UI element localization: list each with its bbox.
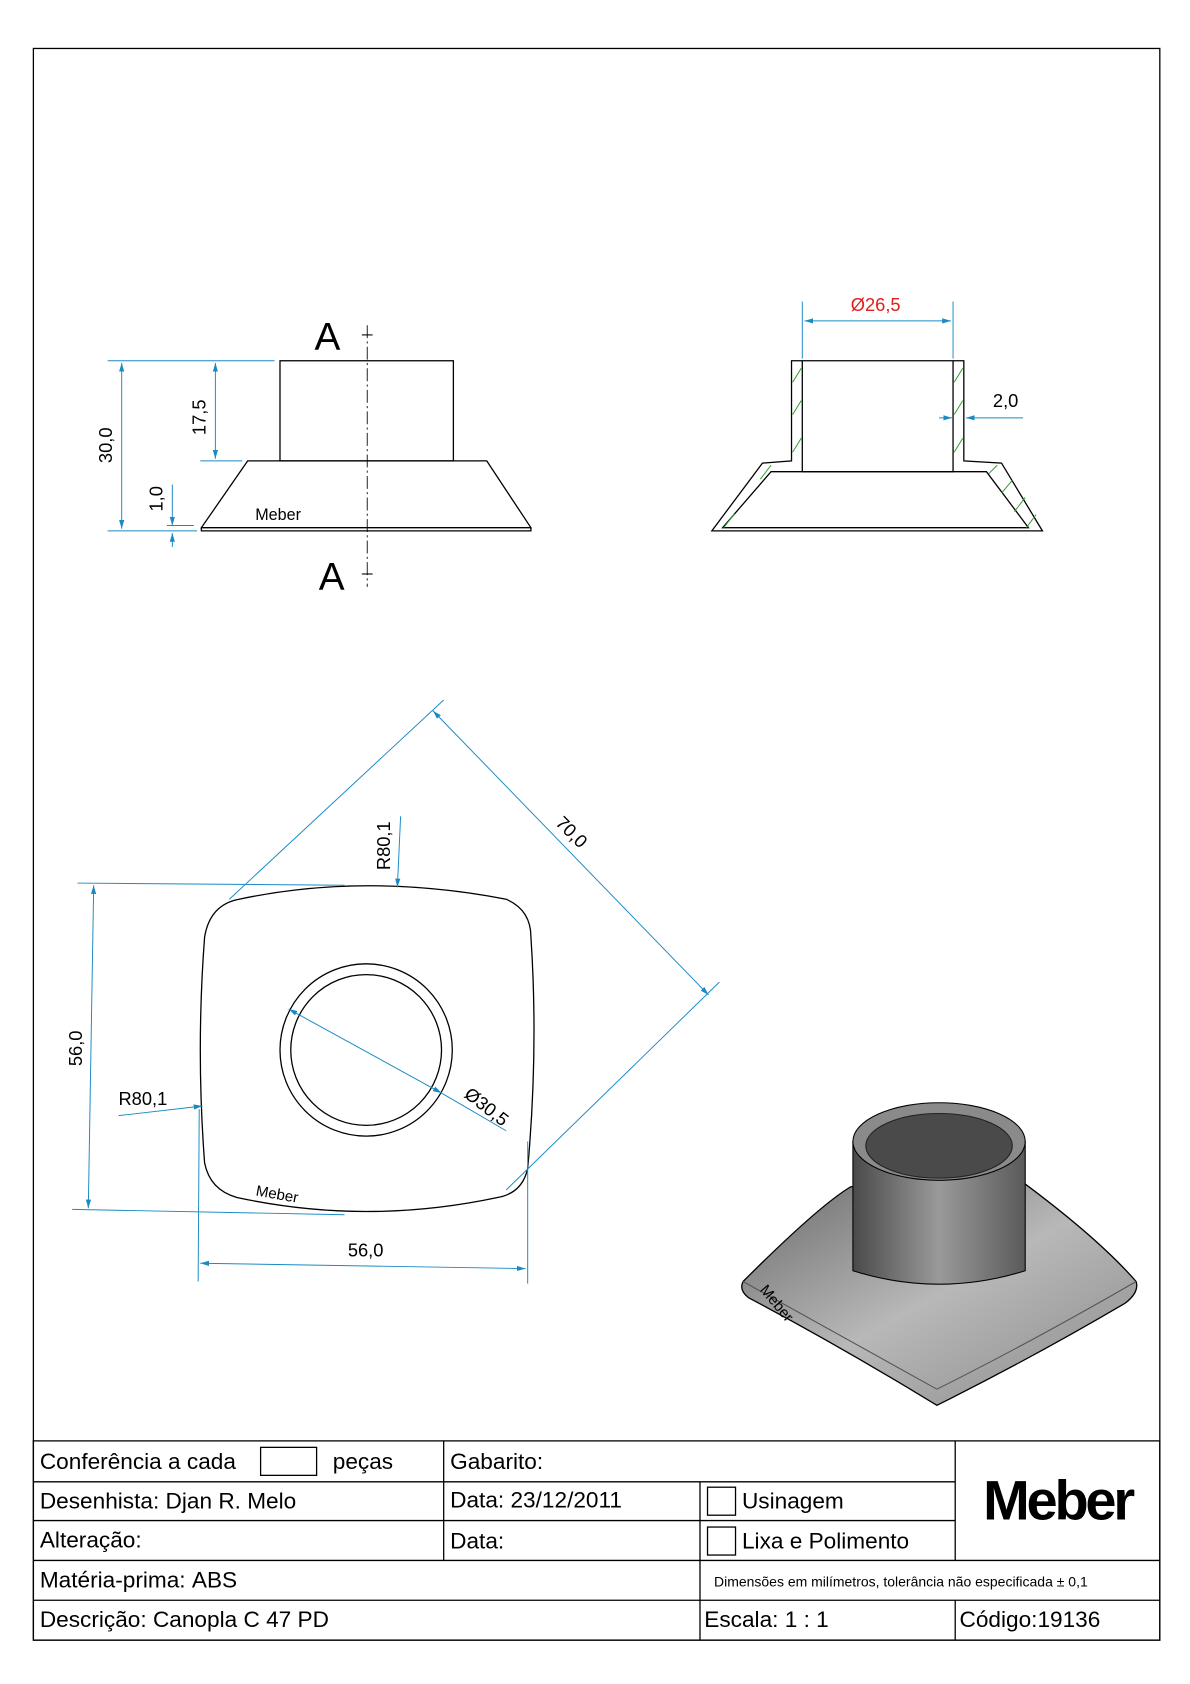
dim-inner-diameter: Ø26,5: [851, 294, 901, 315]
desenhista-label: Desenhista: Djan R. Melo: [40, 1489, 296, 1514]
plan-view: Meber 70,0 56,0 56,0 R80,1 R80,1 Ø30,5: [65, 699, 720, 1284]
data-value: 23/12/2011: [510, 1488, 621, 1513]
section-label-top: A: [314, 316, 340, 359]
lixa-label: Lixa e Polimento: [742, 1529, 909, 1554]
section-view: Ø26,5 2,0: [710, 294, 1044, 532]
data-label: Data: 23/12/2011: [450, 1488, 622, 1513]
dim-collar-diameter: Ø30,5: [461, 1083, 513, 1130]
section-label-bottom: A: [319, 556, 345, 599]
dim-radius-top: R80,1: [373, 821, 394, 870]
descricao-label: Descrição: Canopla C 47 PD: [40, 1607, 329, 1632]
usinagem-label: Usinagem: [742, 1489, 844, 1514]
descricao-value: Canopla C 47 PD: [153, 1607, 329, 1632]
codigo-value: 19136: [1037, 1607, 1100, 1632]
escala-label: Escala: 1 : 1: [704, 1607, 828, 1632]
desenhista-value: Djan R. Melo: [166, 1489, 297, 1514]
dim-height-plan: 56,0: [65, 1031, 86, 1067]
dim-radius-left: R80,1: [118, 1088, 167, 1109]
conferencia-count-field[interactable]: [259, 1446, 318, 1476]
engraving-plan: Meber: [255, 1183, 300, 1207]
engraving-side: Meber: [255, 506, 301, 524]
alteracao-label: Alteração:: [40, 1528, 142, 1553]
sheet-border: [32, 47, 1161, 1641]
usinagem-checkbox[interactable]: [706, 1486, 737, 1516]
escala-value: 1 : 1: [785, 1607, 829, 1632]
pecas-label: peças: [333, 1449, 393, 1474]
lixa-checkbox[interactable]: [706, 1526, 737, 1556]
dim-width-plan: 56,0: [348, 1240, 384, 1261]
dim-wall: 2,0: [993, 390, 1018, 411]
materia-value: ABS: [192, 1567, 237, 1592]
materia-label: Matéria-prima: ABS: [40, 1567, 237, 1592]
dim-diagonal: 70,0: [552, 812, 592, 852]
dim-collar-height: 17,5: [189, 399, 210, 435]
isometric-3d-view: Meber: [741, 1102, 1138, 1407]
data2-label: Data:: [450, 1529, 504, 1554]
meber-logo: Meber: [983, 1469, 1134, 1532]
title-block: Conferência a cada peças Gabarito: Desen…: [32, 1440, 1161, 1641]
side-view: A A Meber 30,0 17,5 1,0: [95, 316, 533, 599]
conferencia-label: Conferência a cada: [40, 1449, 237, 1474]
codigo-label: Código:19136: [960, 1607, 1101, 1632]
dimensoes-note: Dimensões em milímetros, tolerância não …: [714, 1573, 1088, 1589]
dim-base-thickness: 1,0: [146, 486, 167, 511]
gabarito-label: Gabarito:: [450, 1449, 543, 1474]
dim-total-height: 30,0: [95, 427, 116, 463]
